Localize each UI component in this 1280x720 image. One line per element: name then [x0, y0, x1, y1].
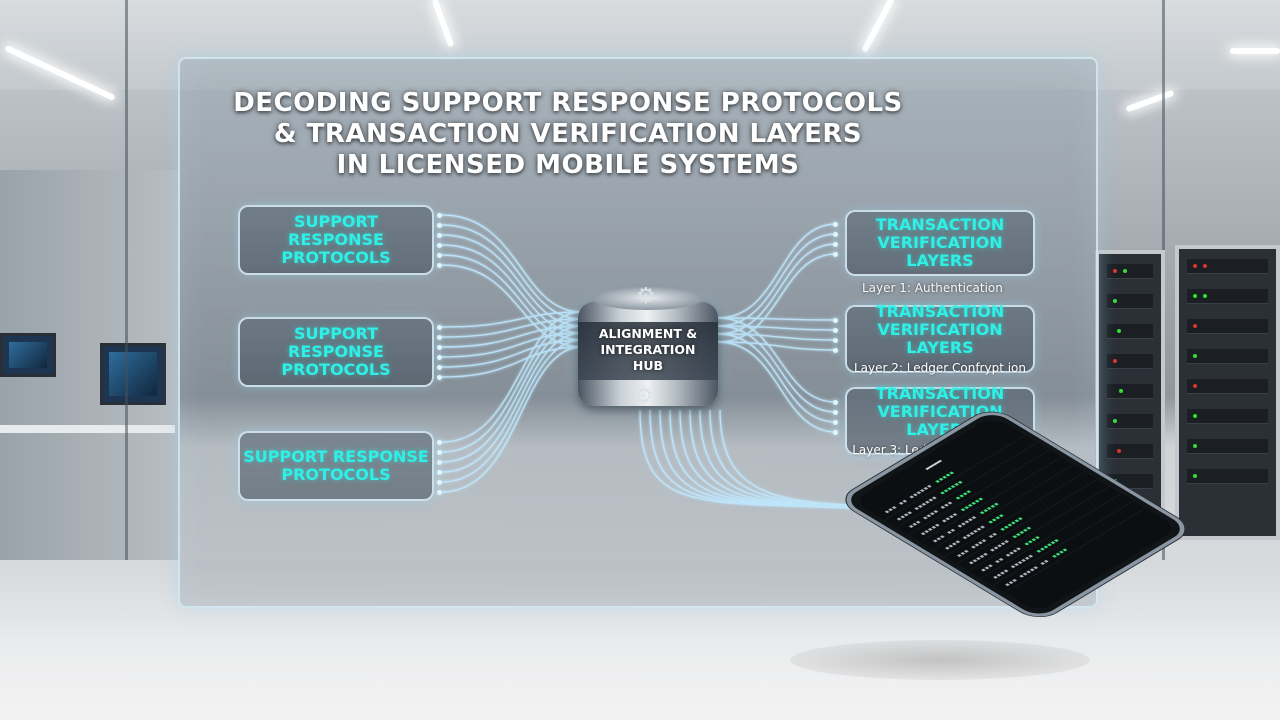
hub-label: HUB: [632, 358, 664, 373]
card-label: SUPPORT: [293, 212, 379, 231]
hub-label: INTEGRATION: [600, 342, 696, 357]
connector-line: [441, 332, 583, 358]
card-label: VERIFICATION LAYERS: [877, 233, 1003, 270]
right-card-transaction-verification-2: TRANSACTION VERIFICATION LAYERS Layer 2:…: [845, 302, 1035, 375]
connector-line: [717, 223, 837, 319]
ceiling-light: [1230, 48, 1280, 54]
connector-dots: [437, 213, 443, 273]
connector-dots: [833, 400, 839, 440]
left-card-support-response-2: SUPPORT RESPONSE PROTOCOLS: [238, 317, 434, 387]
phone-shadow: [790, 640, 1090, 680]
connector-line: [441, 339, 583, 483]
title-line: IN LICENSED MOBILE SYSTEMS: [336, 150, 800, 180]
card-label: VERIFICATION LAYERS: [877, 320, 1003, 357]
left-card-support-response-1: SUPPORT RESPONSE PROTOCOLS: [238, 205, 434, 275]
layer-1-note: Layer 1: Authentication: [862, 281, 1003, 295]
gear-icon: ⚙: [634, 384, 654, 409]
connector-line: [441, 318, 583, 453]
desk-monitor: [0, 333, 56, 377]
connector-line: [717, 333, 837, 423]
connector-line: [441, 234, 583, 327]
card-label: PROTOCOLS: [281, 465, 391, 484]
connector-line: [717, 317, 837, 321]
connector-line: [717, 333, 837, 341]
connector-line: [441, 318, 583, 338]
right-card-transaction-verification-1: TRANSACTION VERIFICATION LAYERS: [845, 210, 1035, 276]
connector-line: [441, 325, 583, 463]
connector-line: [441, 339, 583, 368]
desk: [0, 425, 175, 433]
connector-line: [441, 325, 583, 348]
connector-line: [717, 341, 837, 351]
connector-line: [441, 311, 583, 328]
card-label: PROTOCOLS: [281, 248, 391, 267]
connector-line: [441, 254, 583, 341]
connector-line: [441, 264, 583, 348]
card-label: SUPPORT RESPONSE: [243, 447, 429, 466]
diagram-title: DECODING SUPPORT RESPONSE PROTOCOLS & TR…: [178, 88, 958, 181]
card-label: RESPONSE: [288, 230, 384, 249]
connector-line: [441, 332, 583, 473]
card-label: TRANSACTION: [875, 302, 1005, 321]
connector-line: [441, 244, 583, 334]
left-card-support-response-3: SUPPORT RESPONSE PROTOCOLS: [238, 431, 434, 501]
connector-dots: [833, 222, 839, 262]
connector-line: [441, 224, 583, 320]
title-line: DECODING SUPPORT RESPONSE PROTOCOLS: [233, 88, 903, 118]
hub-label: ALIGNMENT &: [598, 326, 698, 341]
card-label: RESPONSE: [288, 342, 384, 361]
card-sublabel: Layer 2: Ledger Confrypt ion: [854, 361, 1026, 375]
connector-dots: [437, 325, 443, 385]
card-label: PROTOCOLS: [281, 360, 391, 379]
card-label: TRANSACTION: [875, 384, 1005, 403]
connector-line: [441, 311, 583, 443]
card-label: TRANSACTION: [875, 215, 1005, 234]
connector-dots: [833, 318, 839, 358]
connector-line: [717, 325, 837, 331]
server-rack: [1175, 245, 1280, 540]
glass-frame: [125, 0, 128, 600]
alignment-integration-hub: ⚙ ALIGNMENT & INTEGRATION HUB ⚙: [578, 286, 718, 416]
connector-line: [441, 346, 583, 493]
gear-icon: ⚙: [636, 284, 656, 309]
connector-line: [717, 341, 837, 433]
connector-dots: [437, 440, 443, 500]
title-line: & TRANSACTION VERIFICATION LAYERS: [273, 119, 863, 149]
ceiling: [0, 0, 1280, 90]
connector-line: [717, 317, 837, 403]
card-label: SUPPORT: [293, 324, 379, 343]
connector-line: [717, 325, 837, 413]
desk-monitor: [100, 343, 166, 405]
connector-line: [441, 346, 583, 378]
connector-line: [441, 214, 583, 313]
